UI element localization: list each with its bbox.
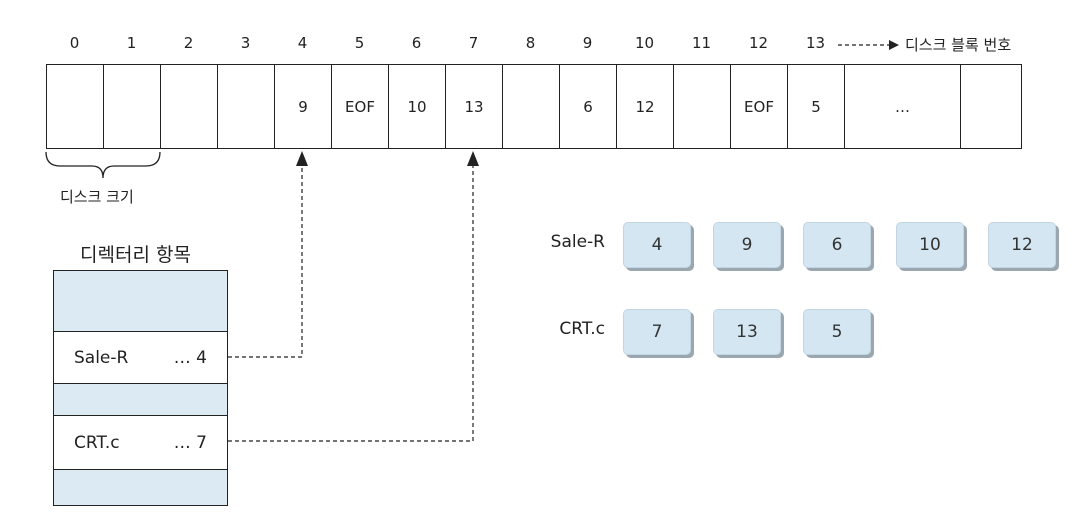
directory-title: 디렉터리 항목 [80, 244, 191, 266]
chain-label-crt-c: CRT.c [559, 319, 605, 339]
fat-cell: 6 [559, 64, 616, 149]
chain-block: 10 [896, 222, 964, 268]
block-index: 9 [582, 34, 593, 52]
sale-r-pointer-line [228, 162, 303, 358]
fat-cell [217, 64, 274, 149]
directory-row [53, 470, 228, 506]
block-index: 8 [525, 34, 536, 52]
directory-row [53, 384, 228, 416]
start-block: 7 [196, 432, 207, 453]
directory-entry-start: … 4 [174, 348, 207, 368]
block-index: 6 [411, 34, 422, 52]
fat-cell [960, 64, 1022, 149]
fat-cell [160, 64, 217, 149]
arrow-head-icon [467, 151, 479, 166]
ellipsis: … [173, 432, 191, 453]
chain-block: 12 [988, 222, 1056, 268]
directory-entry-start: … 7 [174, 433, 207, 453]
block-index: 7 [468, 34, 479, 52]
disk-size-label: 디스크 크기 [60, 188, 134, 206]
block-index: 12 [748, 34, 769, 52]
fat-cell [46, 64, 103, 149]
block-index: 5 [354, 34, 365, 52]
fat-cell [103, 64, 160, 149]
directory-entry-name: Sale-R [74, 347, 129, 368]
crt-c-pointer-line [228, 162, 474, 442]
fat-cell-ellipsis: … [844, 64, 960, 149]
chain-label-sale-r: Sale-R [550, 232, 605, 252]
chain-block: 4 [623, 222, 691, 268]
directory-row: Sale-R … 4 [53, 332, 228, 384]
block-index: 13 [805, 34, 826, 52]
fat-cell: EOF [730, 64, 787, 149]
fat-cell [673, 64, 730, 149]
block-index: 4 [297, 34, 308, 52]
chain-block: 7 [623, 309, 691, 355]
chain-block: 5 [803, 309, 871, 355]
fat-cell: 12 [616, 64, 673, 149]
block-index: 11 [691, 34, 712, 52]
fat-cell: 10 [388, 64, 445, 149]
directory-row [53, 270, 228, 332]
start-block: 4 [196, 347, 207, 368]
directory-row: CRT.c … 7 [53, 416, 228, 470]
arrow-head-icon [889, 40, 899, 50]
disk-size-brace-icon [45, 151, 161, 179]
fat-cell: 9 [274, 64, 331, 149]
chain-block: 9 [713, 222, 781, 268]
block-index: 10 [634, 34, 655, 52]
ellipsis: … [173, 347, 191, 368]
chain-block: 6 [803, 222, 871, 268]
arrow-head-icon [296, 151, 308, 166]
block-index: 1 [126, 34, 137, 52]
fat-cell: EOF [331, 64, 388, 149]
block-index: 3 [240, 34, 251, 52]
block-index: 0 [69, 34, 80, 52]
fat-cell: 5 [787, 64, 844, 149]
fat-cell [502, 64, 559, 149]
chain-block: 13 [713, 309, 781, 355]
directory-entry-name: CRT.c [74, 432, 120, 453]
block-index: 2 [183, 34, 194, 52]
fat-cell: 13 [445, 64, 502, 149]
block-number-label: 디스크 블록 번호 [905, 36, 1012, 54]
